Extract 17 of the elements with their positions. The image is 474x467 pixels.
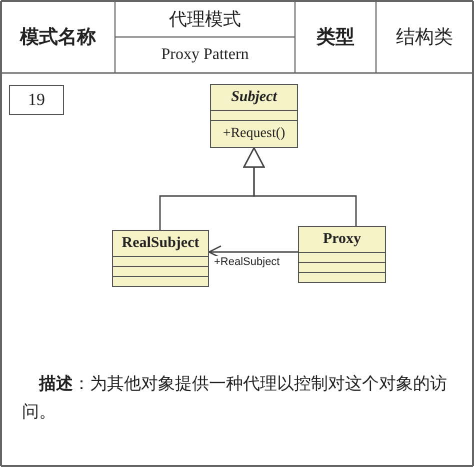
uml-class-box: [298, 226, 386, 283]
class-name: Proxy: [322, 230, 362, 249]
description-text: 描述：为其他对象提供一种代理以控制对这个对象的访问。: [22, 373, 448, 423]
association-arrow: [208, 245, 298, 259]
class-name: Subject: [230, 88, 278, 107]
header-cell-text: 类型: [315, 26, 356, 50]
header-cell-text: 结构类: [395, 26, 454, 50]
pattern-number: 19: [9, 85, 64, 115]
uml-class-box: [210, 84, 298, 148]
generalization-arrow: [243, 147, 357, 226]
header-cell-text: 模式名称: [18, 26, 97, 50]
class-operation: +Request(): [222, 125, 286, 143]
class-name: RealSubject: [120, 234, 200, 253]
edge-label: +RealSubject: [214, 256, 280, 268]
header-cell-text: 代理模式: [168, 8, 242, 31]
uml-class-box: [112, 230, 209, 287]
header-cell-text: Proxy Pattern: [160, 45, 250, 65]
